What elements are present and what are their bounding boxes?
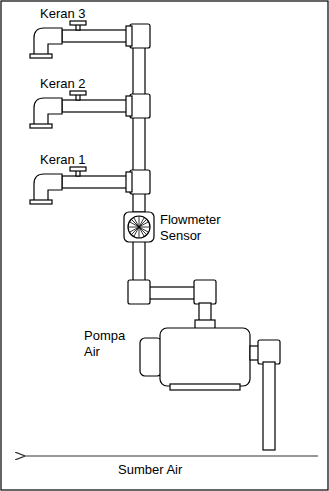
flowmeter-symbol (124, 212, 154, 242)
pump-symbol (140, 328, 280, 450)
part-label: Pompa Air (84, 328, 136, 360)
flow-arrow (24, 455, 318, 456)
part-label: Flowmeter Sensor (160, 212, 232, 244)
faucet (30, 167, 132, 204)
pipes (128, 24, 216, 330)
part-label: Sumber Air (118, 462, 218, 478)
faucet-label: Keran 3 (40, 6, 110, 22)
faucet (30, 91, 132, 128)
faucet-label: Keran 2 (40, 76, 110, 92)
faucet-label: Keran 1 (40, 152, 110, 168)
faucet (30, 21, 132, 58)
